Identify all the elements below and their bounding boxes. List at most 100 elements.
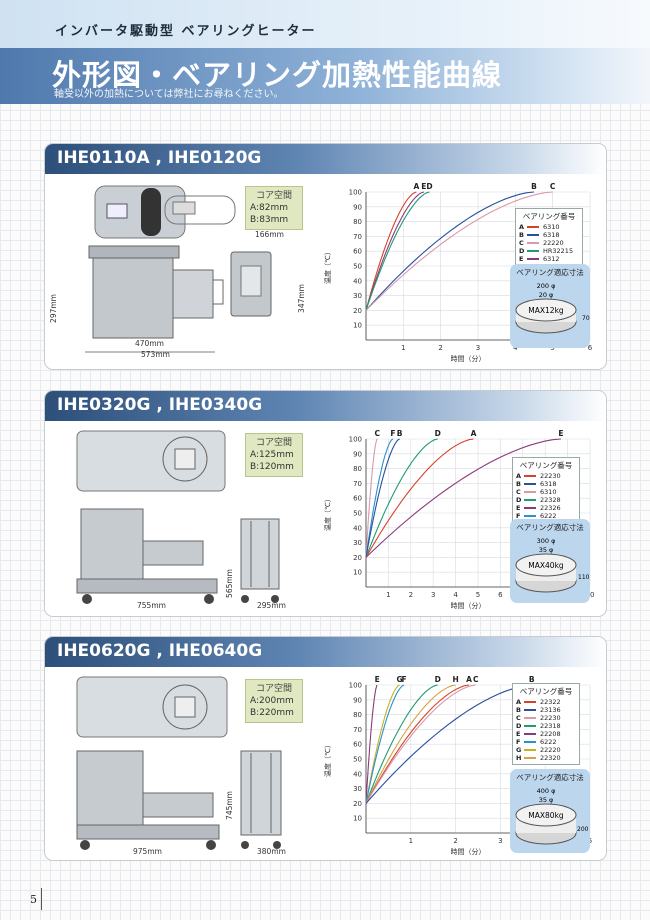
dim-label: 297mm xyxy=(49,294,58,323)
y-tick-label: 40 xyxy=(353,770,362,778)
core-space-b: B:120mm xyxy=(250,462,294,472)
legend-value: 6312 xyxy=(543,255,560,263)
ring-od: 400 φ xyxy=(537,787,556,795)
legend-key: B xyxy=(516,706,521,714)
dim-label: 975mm xyxy=(133,847,162,856)
series-label: B xyxy=(397,429,403,438)
legend-swatch xyxy=(524,733,536,735)
legend-key: D xyxy=(519,247,525,255)
series-label: A xyxy=(471,429,477,438)
ring-od: 300 φ xyxy=(537,537,556,545)
machine-drawing xyxy=(76,430,280,604)
legend-key: G xyxy=(516,746,522,754)
legend-key: E xyxy=(516,730,521,738)
series-label: F xyxy=(390,429,395,438)
y-tick-label: 50 xyxy=(353,263,362,271)
legend-key: A xyxy=(519,223,525,231)
legend-swatch xyxy=(524,741,536,743)
series-line-H xyxy=(365,684,456,804)
legend-key: F xyxy=(516,512,521,520)
series-label: D xyxy=(435,675,441,684)
y-axis-label: 温度（℃） xyxy=(323,248,332,284)
y-tick-label: 30 xyxy=(353,539,362,547)
legend-swatch xyxy=(524,491,536,493)
legend-value: HR32215 xyxy=(543,247,574,255)
dim-label: 565mm xyxy=(225,569,234,598)
legend-swatch xyxy=(527,242,539,244)
series-line-D xyxy=(365,191,430,311)
section-title: IHE0320G , IHE0340G xyxy=(45,391,606,421)
y-tick-label: 10 xyxy=(353,815,362,823)
dim-label: 380mm xyxy=(257,847,286,856)
x-tick-label: 3 xyxy=(431,591,435,599)
y-tick-label: 90 xyxy=(353,450,362,458)
dim-label: 470mm xyxy=(135,339,164,348)
ring-id: 35 φ xyxy=(539,546,554,554)
legend-key: C xyxy=(516,488,521,496)
series-label: C xyxy=(473,675,479,684)
series-line-C xyxy=(365,684,476,804)
series-label: E xyxy=(375,675,380,684)
legend-value: 6310 xyxy=(540,488,557,496)
x-tick-label: 4 xyxy=(513,344,518,352)
legend-value: 6222 xyxy=(540,738,557,746)
x-tick-label: 6 xyxy=(588,344,593,352)
y-tick-label: 80 xyxy=(353,465,362,473)
y-tick-label: 70 xyxy=(353,233,362,241)
y-axis-label: 温度（℃） xyxy=(323,495,332,531)
legend-swatch xyxy=(524,515,536,517)
y-tick-label: 90 xyxy=(353,203,362,211)
header-band xyxy=(0,48,650,104)
core-space-box: コア空間 A:82mm B:83mm xyxy=(245,186,303,230)
x-tick-label: 2 xyxy=(409,591,413,599)
legend-value: 22318 xyxy=(540,722,561,730)
page-rule xyxy=(41,888,42,910)
series-label: B xyxy=(531,182,537,191)
y-tick-label: 10 xyxy=(353,322,362,330)
machine-drawing xyxy=(85,185,272,353)
legend-key: E xyxy=(516,504,521,512)
dim-label: 755mm xyxy=(137,601,166,610)
y-tick-label: 100 xyxy=(349,436,362,444)
y-tick-label: 100 xyxy=(349,682,362,690)
y-tick-label: 30 xyxy=(353,785,362,793)
series-label: E xyxy=(421,182,426,191)
x-tick-label: 5 xyxy=(476,591,480,599)
ring-size-box: ベアリング適応寸法 200 φ 20 φ MAX12kg 70 xyxy=(510,264,590,348)
dim-label: 166mm xyxy=(255,230,284,239)
x-tick-label: 10 xyxy=(586,591,595,599)
series-label: C xyxy=(550,182,556,191)
core-space-a: A:200mm xyxy=(250,696,294,706)
series-label: B xyxy=(529,675,535,684)
series-label: G xyxy=(397,675,403,684)
ring-height: 200 xyxy=(577,826,589,833)
section-ihe0110: IHE0110A , IHE0120G コア空間 A:82mm B:83mm 1… xyxy=(44,143,607,370)
legend-title: ベアリング番号 xyxy=(522,212,576,221)
legend-swatch xyxy=(524,475,536,477)
core-space-title: コア空間 xyxy=(255,438,292,448)
series-line-F xyxy=(365,684,405,804)
ring-title: ベアリング適応寸法 xyxy=(516,268,584,277)
core-space-b: B:83mm xyxy=(250,215,289,225)
core-space-title: コア空間 xyxy=(255,191,292,201)
heating-chart-2: 10203040506070809010012345678910時間（分）温度（… xyxy=(320,423,595,613)
y-tick-label: 80 xyxy=(353,218,362,226)
ring-id: 20 φ xyxy=(539,291,554,299)
legend-value: 22328 xyxy=(540,496,561,504)
legend-swatch xyxy=(524,709,536,711)
y-tick-label: 30 xyxy=(353,292,362,300)
y-tick-label: 100 xyxy=(349,189,362,197)
series-line-B xyxy=(365,684,532,804)
ring-od: 200 φ xyxy=(537,282,556,290)
ring-height: 70 xyxy=(582,315,590,322)
legend-value: 22326 xyxy=(540,504,561,512)
x-tick-label: 3 xyxy=(498,837,502,845)
